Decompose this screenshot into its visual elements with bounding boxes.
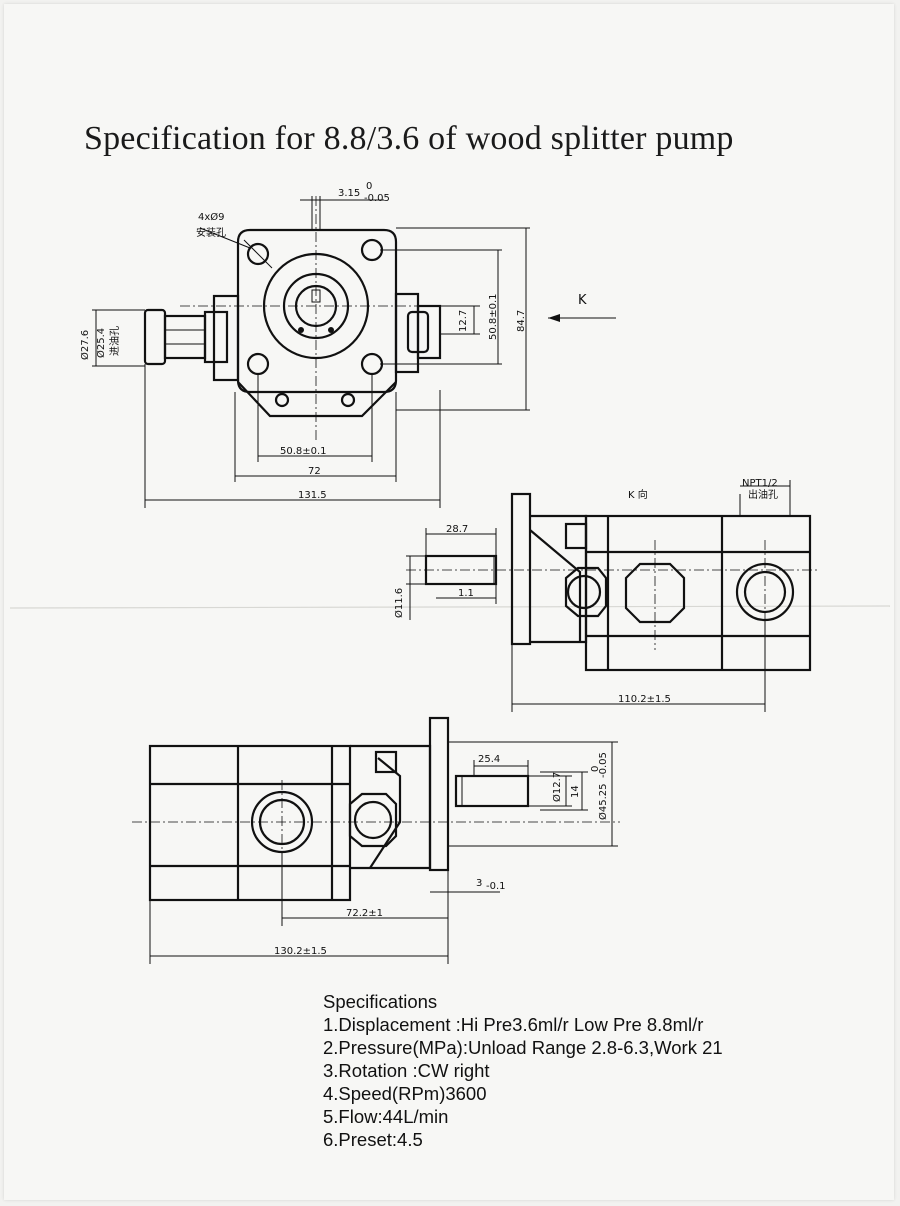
inlet-boss <box>212 294 240 382</box>
specifications-list: Specifications 1.Displacement :Hi Pre3.6… <box>323 990 723 1151</box>
inlet-fitting-body <box>163 314 207 360</box>
dim-inlet-od: Ø27.6 <box>79 330 91 360</box>
dim-mount-holes: 4xØ9 <box>198 211 225 223</box>
dim-shaft-dia-bottom: Ø12.7 <box>551 772 563 802</box>
spec-item: 6.Preset:4.5 <box>323 1129 423 1150</box>
spec-item: 4.Speed(RPm)3600 <box>323 1083 487 1104</box>
drawing-sheet <box>4 4 894 1200</box>
dim-flange-height: 84.7 <box>516 310 527 332</box>
side-view-bottom <box>132 716 620 964</box>
inlet-port-hex-bottom <box>348 792 398 848</box>
inlet-port-hex <box>564 566 608 618</box>
svg-text:-0.1: -0.1 <box>486 881 506 892</box>
mount-hole <box>360 238 384 262</box>
pump-body-bottom <box>148 744 352 902</box>
mount-hole <box>360 352 384 376</box>
small-hole <box>340 392 356 408</box>
svg-text:0: 0 <box>590 766 601 772</box>
paper-fold-line <box>9 605 891 609</box>
dim-key: 14 <box>570 785 581 798</box>
middle-port-hex <box>624 562 686 624</box>
flange-outline <box>236 228 398 394</box>
dim-bolt-spacing-h: 50.8±0.1 <box>280 446 327 457</box>
label-mount-holes: 安装孔 <box>196 226 226 239</box>
front-housing <box>530 514 588 644</box>
mount-flange-bottom <box>428 716 450 872</box>
front-view <box>92 196 616 508</box>
dim-overall-width: 131.5 <box>298 490 327 501</box>
page-title: Specification for 8.8/3.6 of wood splitt… <box>84 120 734 157</box>
label-k-view: K 向 <box>628 488 648 501</box>
dim-outlet-height: 12.7 <box>458 310 469 332</box>
dim-inlet-id: Ø25.4 <box>95 328 107 358</box>
svg-text:-0.05: -0.05 <box>598 752 609 778</box>
dim-shaft-key: 3.15 <box>338 188 360 199</box>
dim-body-length-bottom: 130.2±1.5 <box>274 946 327 957</box>
spec-item: 3.Rotation :CW right <box>323 1060 490 1081</box>
svg-text:0: 0 <box>366 181 372 192</box>
pump-body <box>584 514 812 672</box>
label-direction-k: K <box>578 293 587 308</box>
mount-hole <box>246 352 270 376</box>
inlet-nut <box>203 310 229 364</box>
spec-item: 5.Flow:44L/min <box>323 1106 449 1127</box>
dim-pilot-dia: Ø45.25 <box>597 784 609 821</box>
mount-hole <box>246 242 270 266</box>
label-inlet: 进油孔 <box>108 326 121 356</box>
outlet-nut <box>416 304 442 360</box>
shaft-bottom <box>454 774 530 808</box>
small-hole <box>274 392 290 408</box>
spec-item: 1.Displacement :Hi Pre3.6ml/r Low Pre 8.… <box>323 1014 704 1035</box>
side-view-k <box>406 480 820 712</box>
specifications-heading: Specifications <box>323 991 438 1012</box>
dim-bolt-spacing-v: 50.8±0.1 <box>488 293 499 340</box>
dim-shaft-length-bottom: 25.4 <box>478 754 500 765</box>
dim-shaft-length-top: 28.7 <box>446 524 468 535</box>
dim-flange-width: 72 <box>308 466 321 477</box>
label-outlet: 出油孔 <box>748 488 778 501</box>
dim-outlet-thread: NPT1/2 <box>742 478 778 489</box>
inlet-fitting <box>143 308 167 366</box>
mount-flange-side <box>510 492 532 646</box>
spec-item: 2.Pressure(MPa):Unload Range 2.8-6.3,Wor… <box>323 1037 723 1058</box>
dim-port-position: 72.2±1 <box>346 908 383 919</box>
dim-shaft-step: 1.1 <box>458 588 474 599</box>
svg-text:-0.05: -0.05 <box>364 193 390 204</box>
dim-body-length-top: 110.2±1.5 <box>618 694 671 705</box>
dim-shaft-dia: Ø11.6 <box>393 588 405 618</box>
dim-flange-thk: 3 <box>476 878 482 889</box>
